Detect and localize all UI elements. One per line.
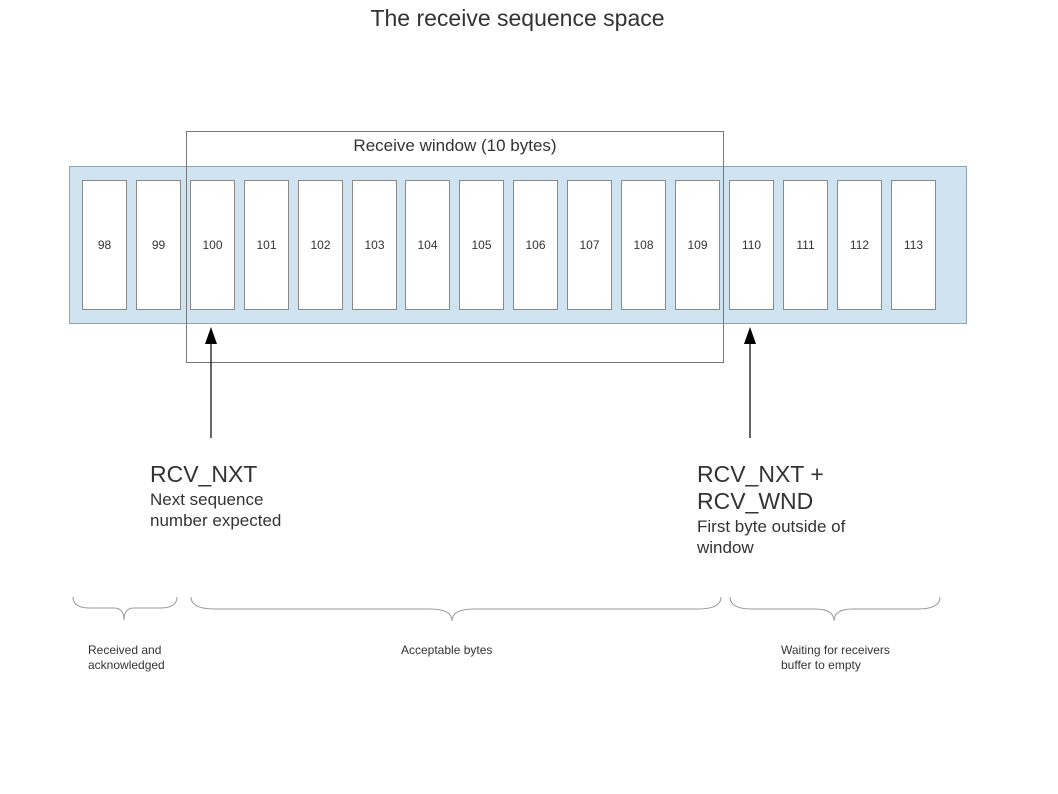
sequence-cell: 112 xyxy=(837,180,882,310)
sequence-cell: 101 xyxy=(244,180,289,310)
received-brace xyxy=(72,596,178,621)
sequence-cell: 102 xyxy=(298,180,343,310)
sequence-cell: 111 xyxy=(783,180,828,310)
sequence-cell: 105 xyxy=(459,180,504,310)
rcv-nxt-wnd-desc-line1: First byte outside of xyxy=(697,517,846,536)
waiting-region-label-line1: Waiting for receivers xyxy=(781,643,890,657)
sequence-cell: 104 xyxy=(405,180,450,310)
rcv-nxt-wnd-desc-line2: window xyxy=(697,538,754,557)
acceptable-region-label: Acceptable bytes xyxy=(401,643,493,657)
sequence-cell: 99 xyxy=(136,180,181,310)
rcv-nxt-arrow xyxy=(205,327,217,438)
received-region-label-line1: Received and xyxy=(88,643,162,657)
sequence-cell: 98 xyxy=(82,180,127,310)
sequence-cell: 113 xyxy=(891,180,936,310)
rcv-nxt-wnd-arrow xyxy=(744,327,756,438)
sequence-cell: 106 xyxy=(513,180,558,310)
waiting-region-label-line2: buffer to empty xyxy=(781,658,861,672)
rcv-nxt-desc-line1: Next sequence xyxy=(150,490,264,509)
rcv-nxt-desc-line2: number expected xyxy=(150,511,282,530)
rcv-nxt-wnd-label-line2: RCV_WND xyxy=(697,488,814,514)
received-region-label-line2: acknowledged xyxy=(88,658,165,672)
sequence-cell: 103 xyxy=(352,180,397,310)
diagram-title: The receive sequence space xyxy=(370,5,665,31)
acceptable-brace xyxy=(190,596,722,622)
rcv-nxt-wnd-label-line1: RCV_NXT + xyxy=(697,461,824,487)
sequence-cell: 110 xyxy=(729,180,774,310)
sequence-cell: 108 xyxy=(621,180,666,310)
sequence-cell: 100 xyxy=(190,180,235,310)
receive-window-label: Receive window (10 bytes) xyxy=(353,136,557,155)
receive-window-frame xyxy=(186,131,724,363)
sequence-cell: 109 xyxy=(675,180,720,310)
sequence-cell: 107 xyxy=(567,180,612,310)
waiting-brace xyxy=(729,596,941,622)
rcv-nxt-label: RCV_NXT xyxy=(150,461,258,487)
